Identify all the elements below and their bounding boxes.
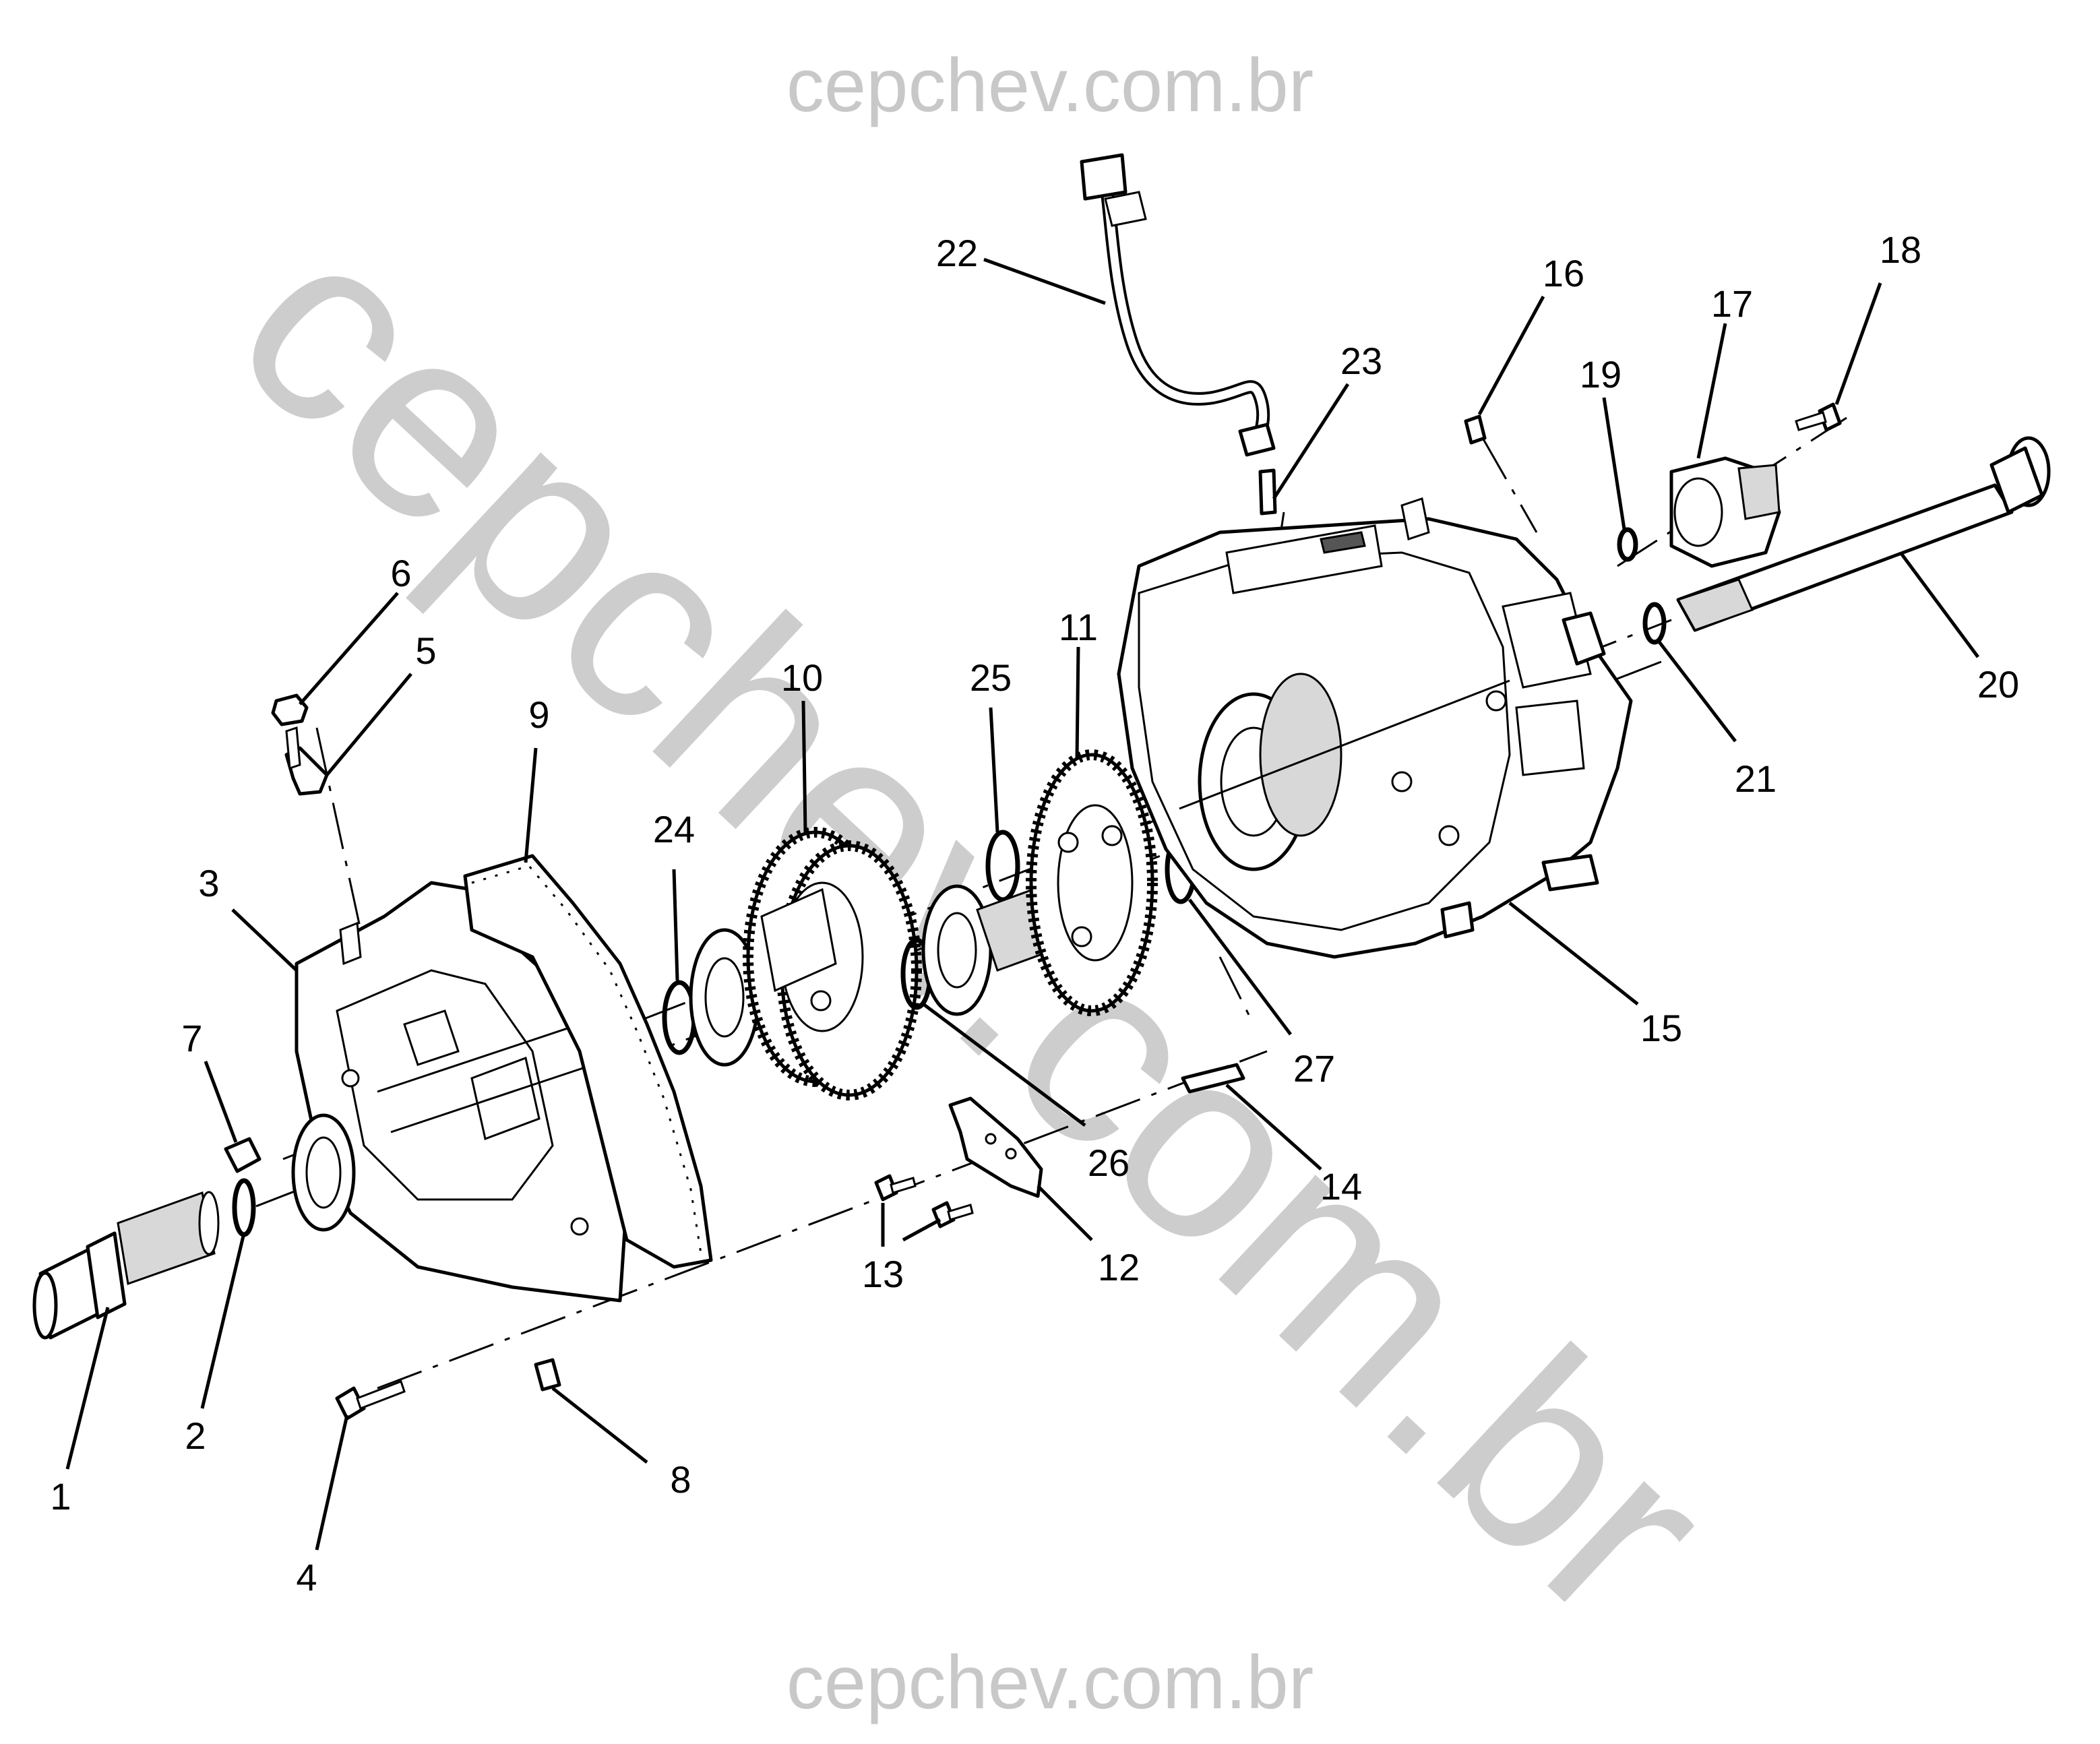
part-12-bracket (948, 1096, 1043, 1198)
callout-26: 26 (1088, 1142, 1130, 1184)
callout-11: 11 (1059, 606, 1098, 648)
part-13-bolts (874, 1174, 974, 1228)
part-8-plug (534, 1358, 561, 1392)
callout-3: 3 (198, 862, 219, 904)
callout-9: 9 (528, 693, 549, 736)
callout-24: 24 (653, 808, 695, 850)
callout-10: 10 (781, 656, 823, 699)
callout-2: 2 (185, 1414, 206, 1457)
callout-8: 8 (670, 1458, 691, 1501)
callout-4: 4 (296, 1556, 317, 1598)
part-18-bolt (1795, 402, 1842, 432)
callout-12: 12 (1098, 1246, 1140, 1288)
callout-13: 13 (862, 1253, 904, 1295)
part-11-transfer-gear (921, 749, 1158, 1016)
callout-23: 23 (1340, 340, 1382, 382)
callout-20: 20 (1977, 663, 2019, 706)
callout-16: 16 (1543, 252, 1584, 294)
part-20-axle-shaft (1676, 436, 2051, 632)
part-23-connector (1258, 468, 1277, 516)
callout-17: 17 (1711, 282, 1753, 325)
leader-lines (65, 257, 1980, 1551)
callout-1: 1 (50, 1475, 71, 1518)
callout-labels: 1 2 3 4 5 6 7 8 9 10 11 12 13 14 15 16 1… (50, 228, 2019, 1598)
callout-14: 14 (1320, 1165, 1362, 1208)
callout-5: 5 (415, 629, 436, 672)
part-1-output-shaft (32, 1191, 220, 1340)
watermark-top: cepchev.com.br (786, 43, 1314, 127)
part-6-nut (271, 693, 309, 726)
callout-19: 19 (1580, 353, 1622, 396)
callout-18: 18 (1880, 228, 1921, 271)
callout-6: 6 (390, 552, 411, 594)
part-2-snap-ring (232, 1178, 256, 1237)
part-3-front-housing (291, 881, 629, 1303)
callout-15: 15 (1640, 1007, 1682, 1049)
part-10-differential-gear (689, 827, 922, 1100)
part-19-o-ring (1617, 527, 1638, 562)
part-17-sensor (1669, 456, 1781, 568)
part-9-gasket (463, 854, 713, 1269)
part-4-bolt (335, 1380, 406, 1421)
part-15-transmission-case (1117, 497, 1633, 959)
callout-22: 22 (936, 232, 978, 274)
part-7-plug (224, 1137, 261, 1173)
part-22-wiring-harness (1080, 153, 1276, 457)
part-16-bolt (1464, 414, 1487, 445)
part-5-bracket (284, 726, 329, 796)
part-21-snap-ring (1642, 602, 1667, 645)
callout-7: 7 (181, 1017, 202, 1059)
callout-27: 27 (1293, 1047, 1335, 1090)
watermark-bottom: cepchev.com.br (786, 1640, 1314, 1724)
callout-25: 25 (970, 656, 1012, 699)
part-14-pad (1181, 1063, 1245, 1094)
callout-21: 21 (1735, 757, 1777, 800)
